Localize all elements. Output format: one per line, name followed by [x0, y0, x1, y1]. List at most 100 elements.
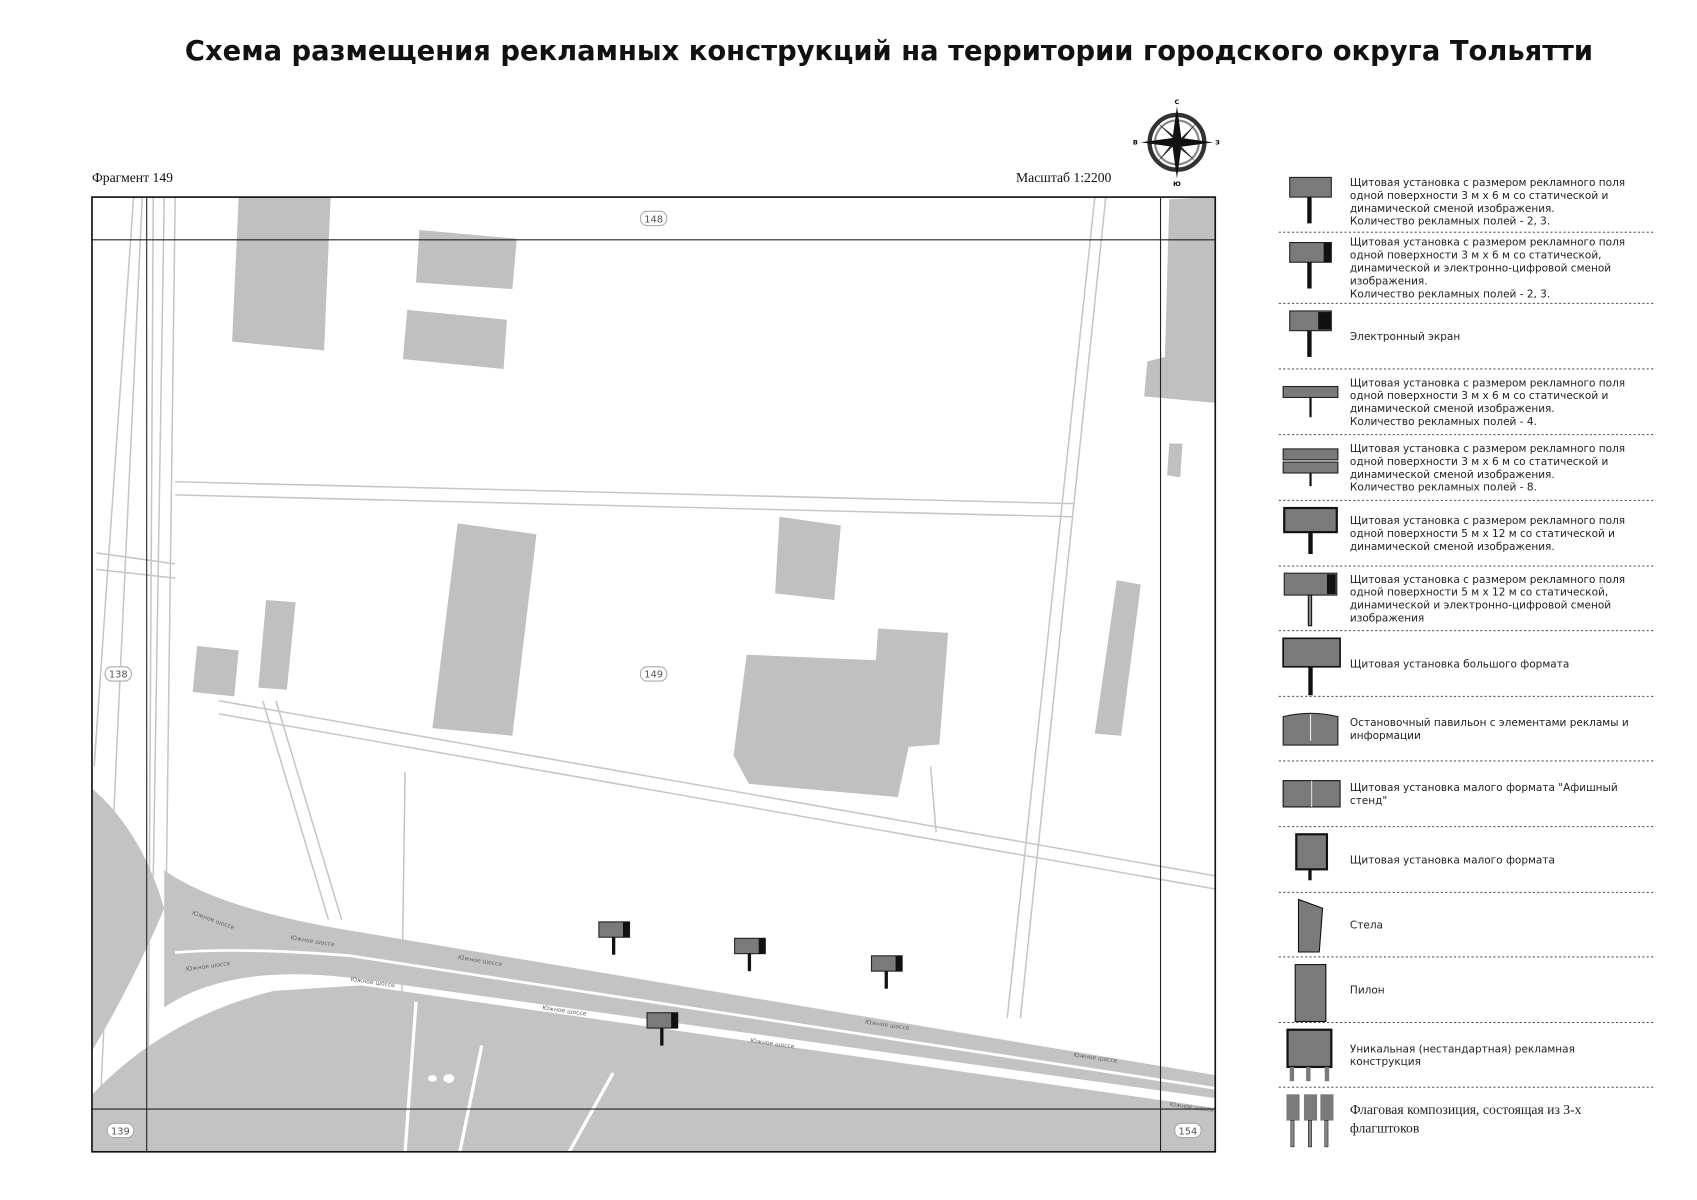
- legend-label-line: динамической сменой изображения.: [1350, 469, 1555, 481]
- compass-south: Ю: [1173, 180, 1181, 188]
- legend-item: Щитовая установка большого формата: [1278, 637, 1656, 697]
- building: [416, 229, 517, 290]
- bus-stop-pavilion-icon: [1282, 712, 1339, 746]
- south-area: [91, 985, 1216, 1152]
- legend-label: Щитовая установка с размером рекламного …: [1350, 574, 1625, 625]
- legend-label-line: Электронный экран: [1350, 331, 1460, 343]
- billboard-4-fields-icon: [1282, 385, 1339, 418]
- legend-item: Электронный экран: [1278, 310, 1656, 370]
- billboard-8-fields-icon: [1282, 448, 1339, 487]
- compass-rose-icon: С Ю В З: [1133, 98, 1220, 188]
- fragment-label: Фрагмент 149: [92, 170, 173, 185]
- legend-label: Электронный экран: [1350, 331, 1460, 343]
- legend-label: Щитовая установка малого формата "Афишны…: [1350, 782, 1618, 807]
- legend-label-line: Щитовая установка с размером рекламного …: [1350, 377, 1625, 389]
- scale-label: Масштаб 1:2200: [1016, 170, 1112, 185]
- legend-label-line: Количество рекламных полей - 2, 3.: [1350, 288, 1550, 300]
- legend-label: Щитовая установка большого формата: [1350, 658, 1569, 670]
- building: [192, 645, 239, 697]
- legend-label-line: одной поверхности 5 м х 12 м со статичес…: [1350, 587, 1608, 599]
- legend-label: Щитовая установка с размером рекламного …: [1350, 237, 1625, 301]
- legend-label-line: Щитовая установка с размером рекламного …: [1350, 574, 1625, 586]
- building: [402, 309, 507, 369]
- legend-label: Пилон: [1350, 985, 1385, 997]
- legend-label-line: Щитовая установка большого формата: [1350, 658, 1569, 670]
- building: [1167, 443, 1183, 478]
- legend-label-line: Щитовая установка с размером рекламного …: [1350, 515, 1625, 527]
- zone-label-154: 154: [1174, 1122, 1202, 1139]
- billboard-markers[interactable]: [598, 921, 903, 1046]
- legend-label-line: одной поверхности 3 м х 6 м со статическ…: [1350, 456, 1608, 468]
- legend-label: Щитовая установка с размером рекламного …: [1350, 443, 1625, 494]
- building: [733, 628, 949, 798]
- building: [775, 516, 841, 600]
- legend-item: Щитовая установка с размером рекламного …: [1278, 237, 1656, 304]
- legend-label-line: Пилон: [1350, 985, 1385, 997]
- legend-label-line: одной поверхности 3 м х 6 м со статическ…: [1350, 390, 1608, 402]
- legend-label-line: стенд": [1350, 795, 1387, 807]
- billboard-marker[interactable]: [734, 937, 766, 972]
- billboard-marker[interactable]: [870, 955, 903, 989]
- svg-text:149: 149: [644, 670, 663, 681]
- map-frame: [91, 196, 1217, 1153]
- unique-structure-icon: [1286, 1028, 1333, 1082]
- legend-label-line: одной поверхности 5 м х 12 м со статичес…: [1350, 528, 1615, 540]
- legend-item: Остановочный павильон с элементами рекла…: [1278, 712, 1656, 762]
- building: [1144, 197, 1216, 403]
- buildings: [192, 197, 1216, 798]
- legend: Щитовая установка с размером рекламного …: [1278, 176, 1656, 1148]
- page-title: Схема размещения рекламных конструкций н…: [185, 36, 1593, 67]
- large-format-billboard-icon: [1282, 637, 1341, 696]
- svg-text:139: 139: [111, 1126, 130, 1137]
- legend-label-line: Щитовая установка с размером рекламного …: [1350, 237, 1625, 249]
- legend-item: Щитовая установка с размером рекламного …: [1278, 176, 1656, 233]
- legend-item: Щитовая установка малого формата "Афишны…: [1278, 780, 1656, 828]
- legend-label-line: динамической сменой изображения.: [1350, 403, 1555, 415]
- legend-label: Щитовая установка с размером рекламного …: [1350, 377, 1625, 428]
- legend-item: Щитовая установка с размером рекламного …: [1278, 506, 1656, 567]
- map-area[interactable]: Южное шоссе Южное шоссе Южное шоссе Южно…: [91, 197, 1216, 1152]
- legend-label-line: Уникальная (нестандартная) рекламная: [1350, 1043, 1575, 1055]
- billboard-marker[interactable]: [646, 1012, 679, 1046]
- legend-label-line: Щитовая установка малого формата "Афишны…: [1350, 782, 1618, 794]
- legend-label-line: изображения: [1350, 613, 1424, 625]
- billboard-5x12-digital-icon: [1283, 572, 1338, 627]
- zone-label-139: 139: [106, 1122, 135, 1139]
- svg-text:148: 148: [644, 214, 663, 225]
- compass-west: В: [1133, 139, 1138, 147]
- legend-label-line: динамической и электронно-цифровой смено…: [1350, 600, 1611, 612]
- road-yuzhnoe-shosse: [164, 870, 1216, 1099]
- legend-label-line: Количество рекламных полей - 2, 3.: [1350, 216, 1550, 228]
- electronic-screen-icon: [1289, 310, 1332, 357]
- svg-text:138: 138: [109, 670, 128, 681]
- south-paths: [403, 1001, 615, 1152]
- legend-label: Щитовая установка с размером рекламного …: [1350, 515, 1625, 553]
- billboard-5x12-icon: [1283, 506, 1338, 555]
- legend-label-line: Щитовая установка с размером рекламного …: [1350, 177, 1625, 189]
- svg-text:154: 154: [1179, 1126, 1198, 1137]
- legend-label-line: динамической сменой изображения.: [1350, 203, 1555, 215]
- zone-label-148: 148: [639, 210, 668, 227]
- building: [232, 197, 331, 351]
- billboard-marker[interactable]: [598, 921, 631, 955]
- legend-label-line: Остановочный павильон с элементами рекла…: [1350, 717, 1629, 729]
- poster-stand-icon: [1282, 780, 1341, 808]
- legend-item: Стела: [1278, 898, 1656, 958]
- legend-label-line: динамической сменой изображения.: [1350, 541, 1555, 553]
- legend-label: Щитовая установка с размером рекламного …: [1350, 177, 1625, 228]
- legend-label: Стела: [1350, 919, 1383, 931]
- legend-label-line: Щитовая установка с размером рекламного …: [1350, 443, 1625, 455]
- legend-label-line: одной поверхности 3 м х 6 м со статическ…: [1350, 190, 1608, 202]
- flag-composition-icon: [1286, 1094, 1334, 1148]
- legend-label-line: одной поверхности 3 м х 6 м со статическ…: [1350, 250, 1602, 262]
- legend-label-line: Щитовая установка малого формата: [1350, 854, 1555, 866]
- compass-north: С: [1175, 98, 1180, 106]
- zone-label-138: 138: [104, 666, 132, 682]
- legend-item: Щитовая установка с размером рекламного …: [1278, 377, 1656, 436]
- legend-item: Щитовая установка с размером рекламного …: [1278, 443, 1656, 501]
